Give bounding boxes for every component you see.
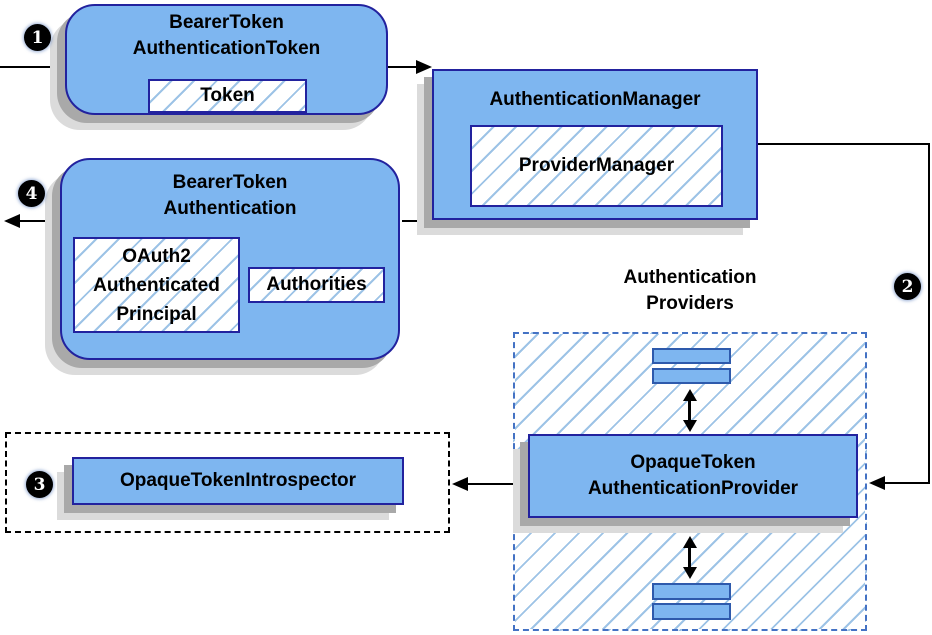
double-arrow-top-up-icon bbox=[683, 389, 697, 401]
authentication-providers-label-line2: Providers bbox=[646, 293, 734, 314]
provider-slot-bar-bottom-2 bbox=[652, 603, 731, 620]
bearer-token-authentication-title: BearerToken Authentication bbox=[62, 170, 398, 222]
token-box: Token bbox=[148, 79, 307, 113]
oauth2-authenticated-principal-box: OAuth2 Authenticated Principal bbox=[73, 237, 240, 333]
provider-manager-label: ProviderManager bbox=[518, 155, 675, 176]
arrow1-line-in bbox=[0, 66, 64, 68]
node-opaque-token-authentication-provider: OpaqueToken AuthenticationProvider bbox=[528, 434, 858, 518]
authorities-label: Authorities bbox=[266, 274, 367, 295]
step-badge-4: 4 bbox=[18, 180, 45, 207]
bearer-token-authentication-token-line2: AuthenticationToken bbox=[132, 38, 321, 59]
step-badge-1: 1 bbox=[24, 24, 51, 51]
node-opaque-token-introspector: OpaqueTokenIntrospector bbox=[72, 457, 404, 505]
opaque-token-authentication-provider-line2: AuthenticationProvider bbox=[587, 478, 799, 499]
principal-line2: Authenticated bbox=[93, 275, 220, 296]
authentication-manager-title: AuthenticationManager bbox=[489, 89, 701, 110]
arrow1-head-icon bbox=[416, 60, 432, 74]
double-arrow-bottom-down-icon bbox=[683, 567, 697, 579]
arrow3-line bbox=[468, 483, 528, 485]
principal-line1: OAuth2 bbox=[122, 246, 191, 267]
node-bearer-token-authentication-token: BearerToken AuthenticationToken Token bbox=[65, 4, 388, 115]
arrow-return-line bbox=[402, 220, 431, 222]
introspector-dashed-container bbox=[5, 432, 450, 533]
node-authentication-manager: AuthenticationManager ProviderManager bbox=[432, 69, 758, 220]
step-badge-3: 3 bbox=[26, 471, 53, 498]
bearer-token-authentication-line2: Authentication bbox=[163, 198, 297, 219]
opaque-token-authentication-provider-title: OpaqueToken AuthenticationProvider bbox=[588, 450, 798, 502]
bearer-token-authentication-line1: BearerToken bbox=[172, 172, 288, 193]
authorities-box: Authorities bbox=[248, 267, 385, 303]
provider-manager-box: ProviderManager bbox=[470, 125, 723, 207]
provider-slot-bar-bottom-1 bbox=[652, 583, 731, 600]
arrow2-line-top bbox=[758, 143, 930, 145]
authentication-providers-label: Authentication Providers bbox=[565, 265, 815, 317]
double-arrow-top-line bbox=[688, 400, 691, 421]
node-bearer-token-authentication: BearerToken Authentication OAuth2 Authen… bbox=[60, 158, 400, 360]
arrow1-line-out bbox=[388, 66, 417, 68]
double-arrow-bottom-line bbox=[688, 547, 691, 568]
bearer-token-authentication-token-title: BearerToken AuthenticationToken bbox=[67, 10, 386, 62]
arrow3-head-icon bbox=[452, 477, 468, 491]
principal-line3: Principal bbox=[116, 304, 197, 325]
arrow2-line-bottom bbox=[885, 482, 929, 484]
arrow2-line-vertical bbox=[928, 143, 930, 484]
arrow2-head-icon bbox=[869, 476, 885, 490]
authentication-providers-label-line1: Authentication bbox=[623, 267, 757, 288]
arrow4-line-out bbox=[20, 220, 60, 222]
opaque-token-introspector-title: OpaqueTokenIntrospector bbox=[119, 470, 357, 491]
bearer-token-authentication-token-line1: BearerToken bbox=[169, 12, 284, 33]
double-arrow-bottom-up-icon bbox=[683, 536, 697, 548]
token-label: Token bbox=[200, 85, 255, 106]
provider-slot-bar-top-1 bbox=[652, 348, 731, 364]
opaque-token-authentication-provider-line1: OpaqueToken bbox=[630, 452, 756, 473]
step-badge-2: 2 bbox=[894, 273, 921, 300]
arrow4-head-icon bbox=[4, 214, 20, 228]
double-arrow-top-down-icon bbox=[683, 420, 697, 432]
provider-slot-bar-top-2 bbox=[652, 368, 731, 384]
